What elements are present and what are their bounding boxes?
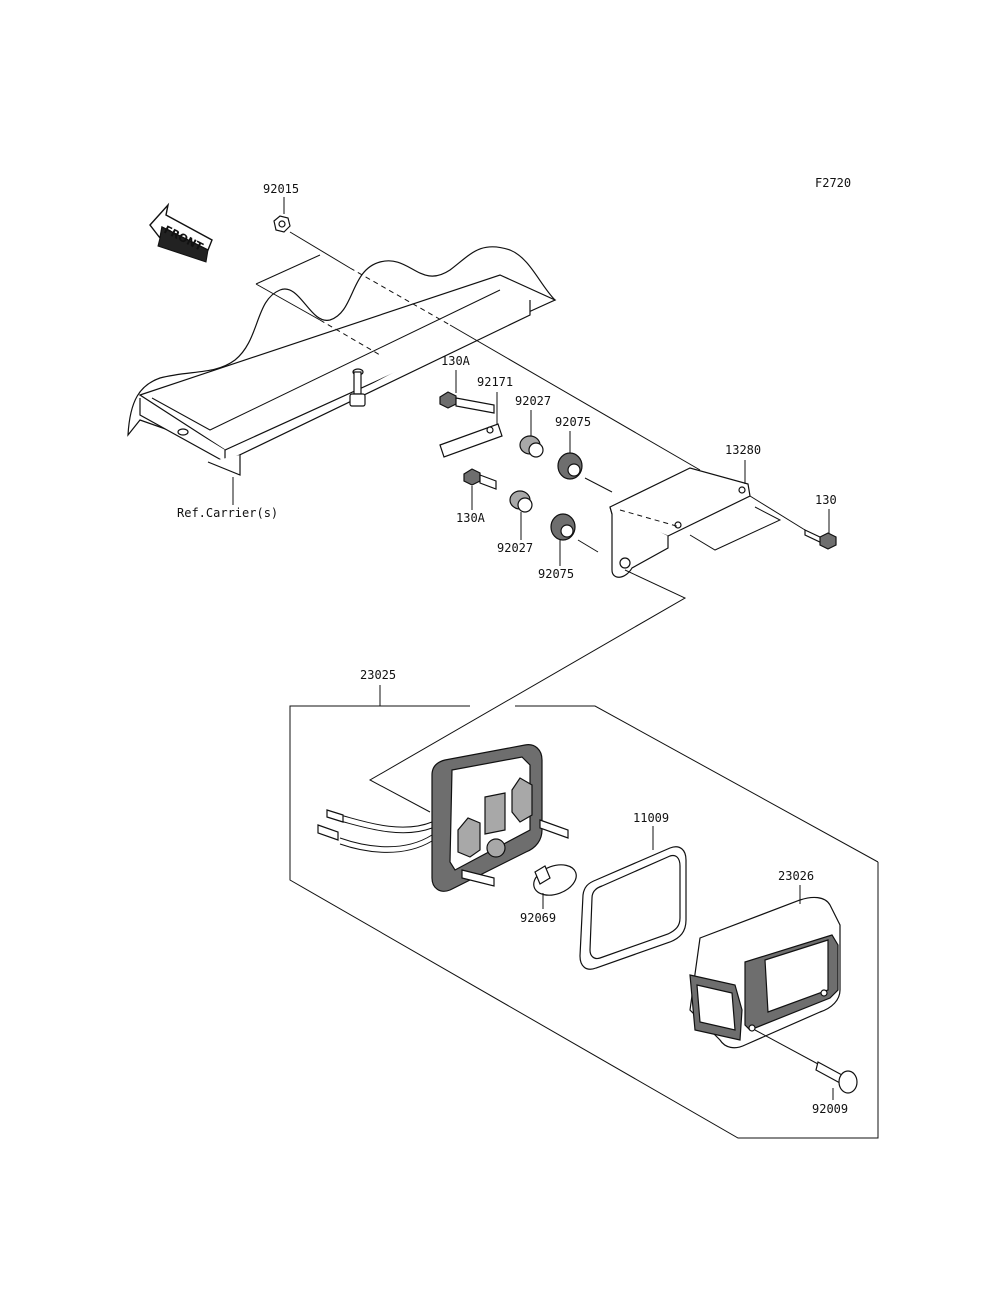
- part-label-92027-top: 92027: [515, 394, 551, 408]
- bolt-130: [804, 529, 837, 550]
- part-label-92075-bottom: 92075: [538, 567, 574, 581]
- part-label-130: 130: [815, 493, 837, 507]
- part-label-130A-top: 130A: [441, 354, 471, 368]
- part-label-92075-top: 92075: [555, 415, 591, 429]
- bulb-92069: [533, 864, 577, 896]
- bolt-130A-bottom: [463, 468, 497, 490]
- ref-carrier-label: Ref.Carrier(s): [177, 506, 278, 520]
- bolt-130A-top: [439, 391, 495, 414]
- part-label-92027-bottom: 92027: [497, 541, 533, 555]
- nut-92015: [273, 215, 291, 233]
- collar-92027-top: [519, 435, 544, 458]
- bracket-13280: [609, 467, 751, 578]
- part-label-92015: 92015: [263, 182, 299, 196]
- collar-92027-bottom: [509, 490, 533, 513]
- front-arrow-icon: FRONT: [149, 202, 213, 263]
- grommet-92075-top: [557, 452, 583, 480]
- part-label-92069: 92069: [520, 911, 556, 925]
- lens-cover-23026: [689, 896, 841, 1049]
- gasket-11009: [579, 846, 687, 970]
- carrier: [127, 246, 557, 476]
- part-label-13280: 13280: [725, 443, 761, 457]
- part-label-92009: 92009: [812, 1102, 848, 1116]
- figure-code: F2720: [815, 176, 851, 190]
- tail-light-base-23025: [317, 744, 569, 892]
- part-label-23026: 23026: [778, 869, 814, 883]
- screw-92009: [815, 1061, 858, 1094]
- grommet-92075-bottom: [550, 513, 576, 541]
- part-label-92171: 92171: [477, 375, 513, 389]
- plate-92171: [439, 423, 503, 458]
- part-label-130A-bottom: 130A: [456, 511, 486, 525]
- part-label-11009: 11009: [633, 811, 669, 825]
- part-label-23025: 23025: [360, 668, 396, 682]
